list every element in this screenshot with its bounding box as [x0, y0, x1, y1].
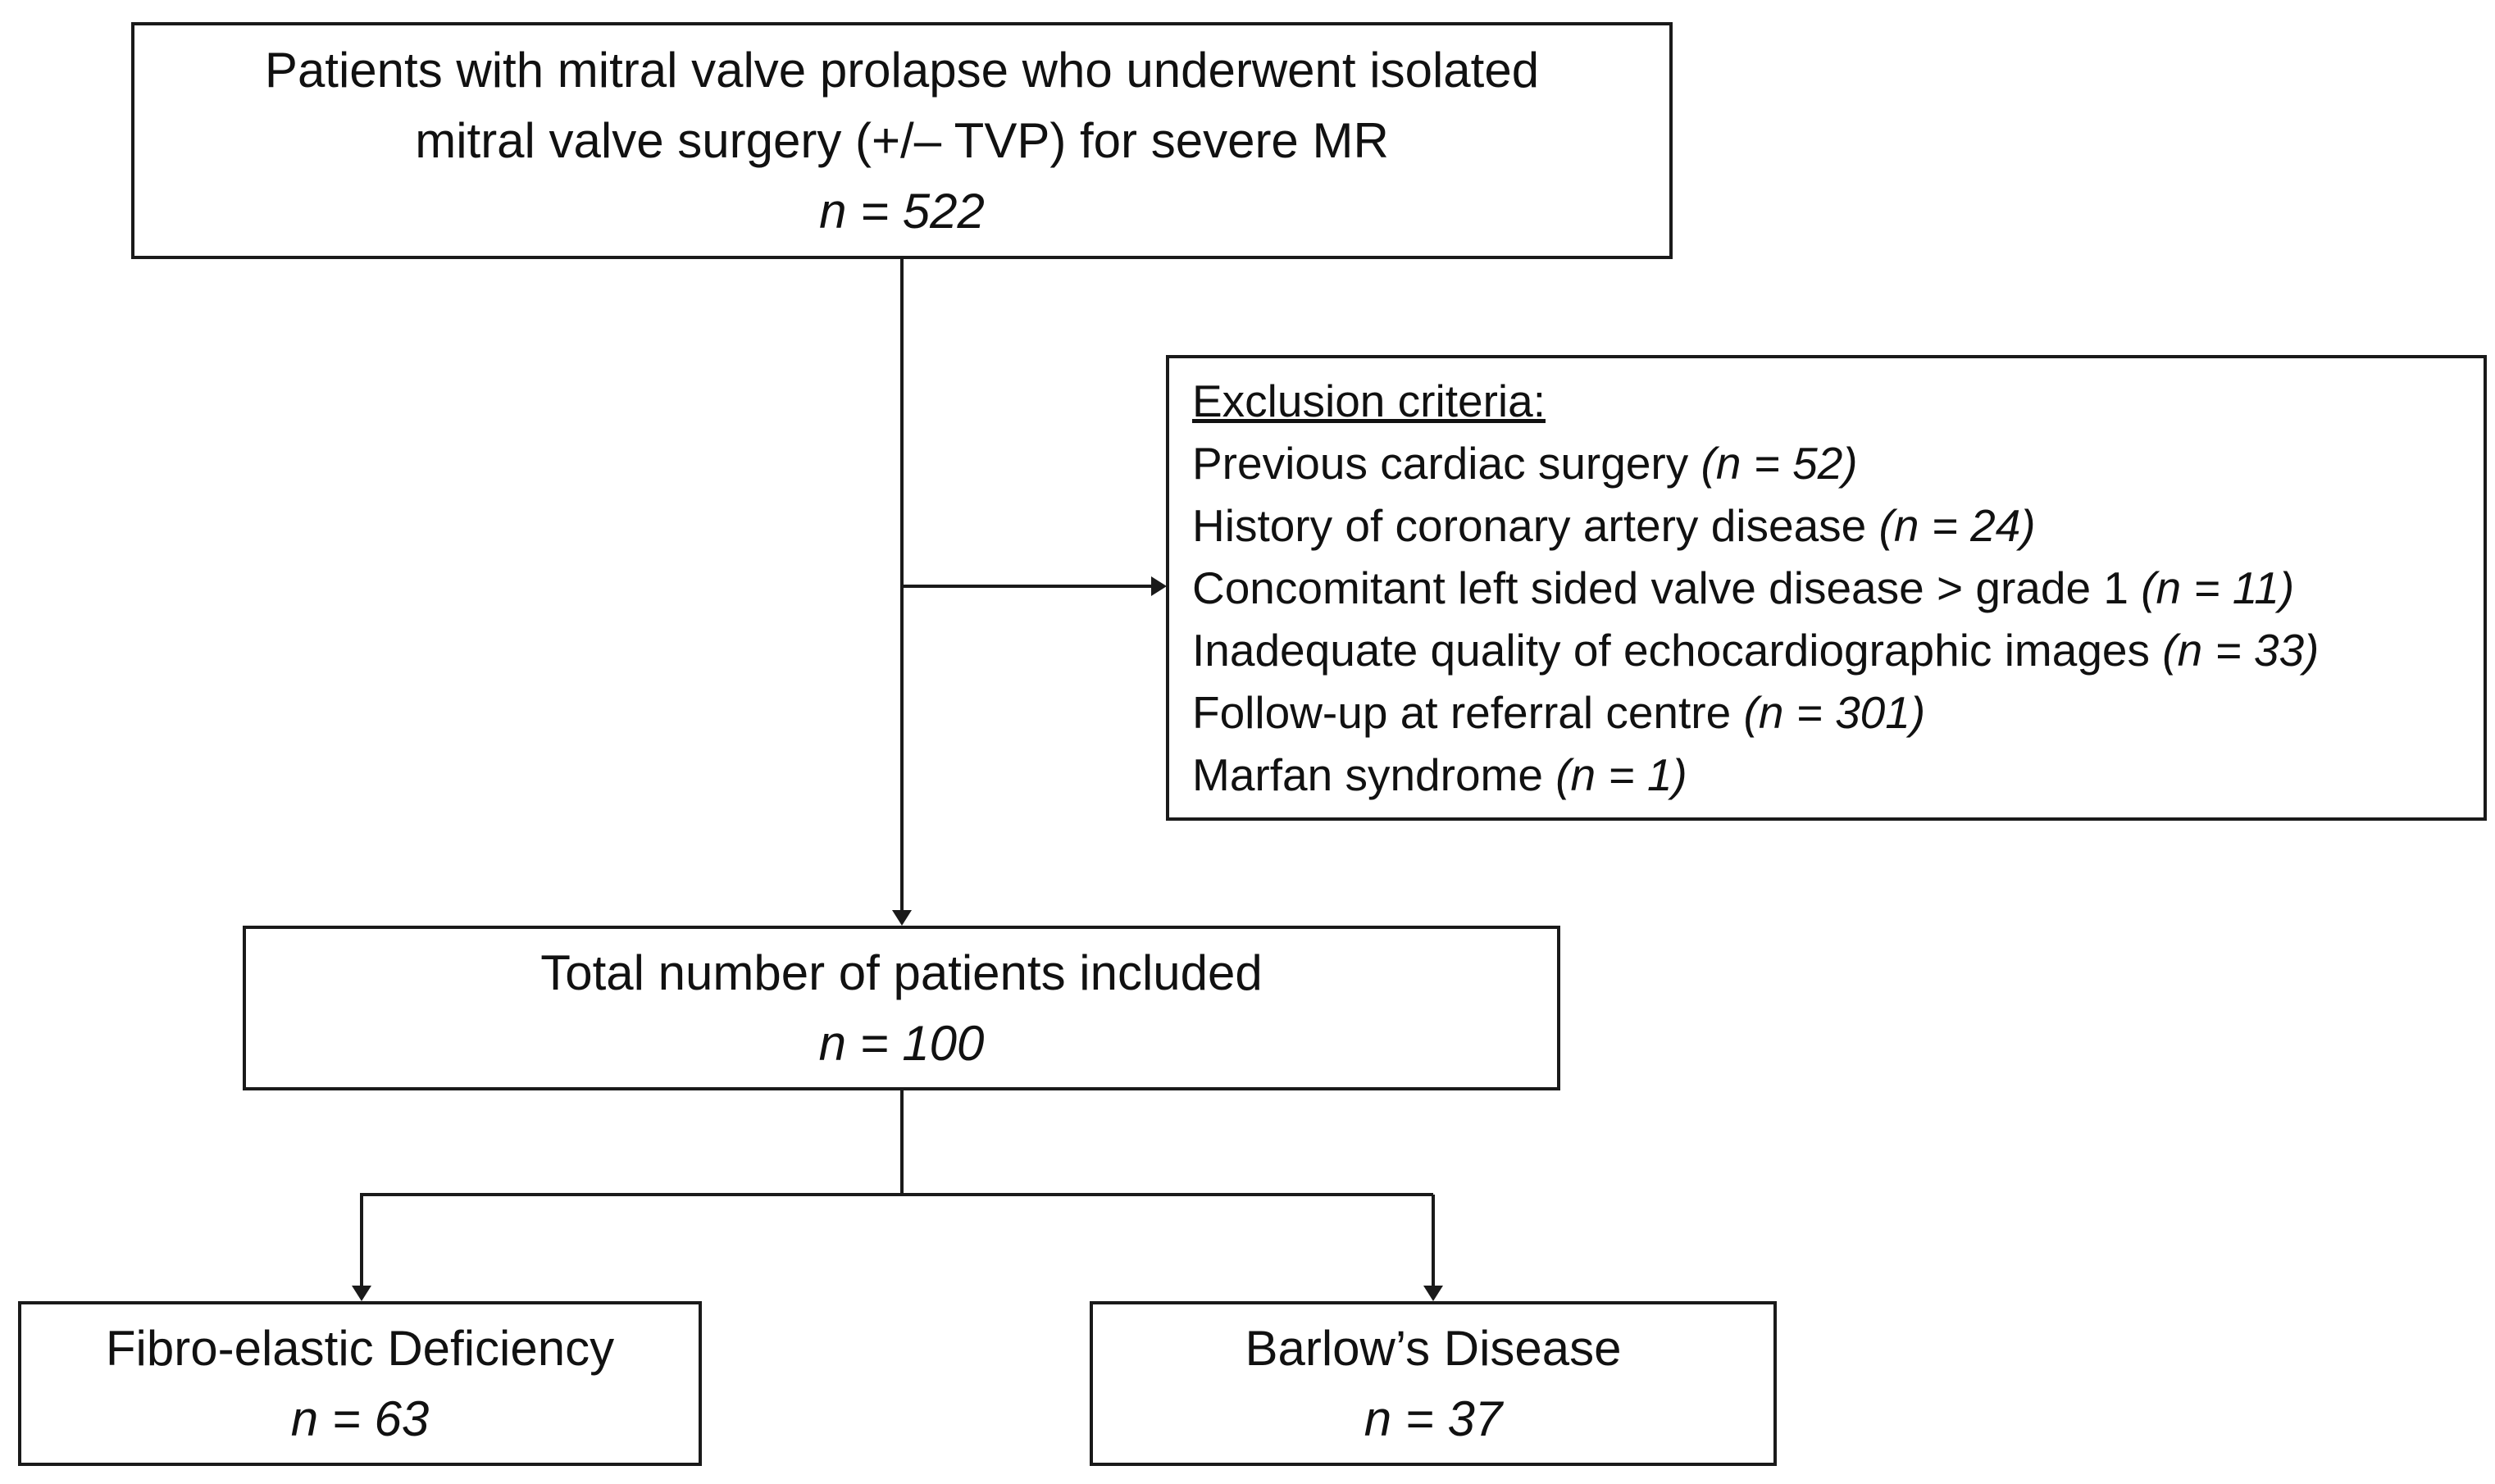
- arrowhead-included: [892, 910, 912, 926]
- arrowhead-fed: [352, 1286, 371, 1301]
- initial-cohort-count: n = 522: [819, 183, 985, 239]
- exclusion-item-label: Inadequate quality of echocardiographic …: [1192, 625, 2163, 676]
- exclusion-item-label: Follow-up at referral centre: [1192, 687, 1744, 738]
- exclusion-item-label: Concomitant left sided valve disease > g…: [1192, 562, 2142, 613]
- exclusion-item-label: History of coronary artery disease: [1192, 500, 1879, 551]
- exclusion-item-label: Marfan syndrome: [1192, 749, 1556, 800]
- exclusion-item-count: (n = 11): [2141, 562, 2295, 613]
- exclusion-item-count: (n = 52): [1701, 438, 1858, 489]
- box-barlows-disease: Barlow’s Disease n = 37: [1090, 1301, 1777, 1466]
- exclusion-item-count: (n = 1): [1555, 749, 1687, 800]
- group-count: n = 37: [1364, 1391, 1503, 1446]
- group-label: Barlow’s Disease: [1245, 1320, 1622, 1376]
- initial-cohort-line-1: Patients with mitral valve prolapse who …: [264, 42, 1540, 98]
- exclusion-item-count: (n = 33): [2162, 625, 2320, 676]
- exclusion-item: Concomitant left sided valve disease > g…: [1192, 557, 2294, 619]
- box-fibro-elastic-deficiency: Fibro-elastic Deficiency n = 63: [18, 1301, 702, 1466]
- box-initial-cohort: Patients with mitral valve prolapse who …: [131, 22, 1673, 259]
- exclusion-item: History of coronary artery disease (n = …: [1192, 494, 2036, 557]
- arrowhead-bd: [1423, 1286, 1443, 1301]
- exclusion-item-count: (n = 301): [1743, 687, 1926, 738]
- initial-cohort-line-2: mitral valve surgery (+/– TVP) for sever…: [415, 112, 1389, 168]
- arrowhead-exclusion: [1151, 576, 1167, 596]
- exclusion-item-label: Previous cardiac surgery: [1192, 438, 1701, 489]
- exclusion-item: Follow-up at referral centre (n = 301): [1192, 681, 1925, 744]
- group-label: Fibro-elastic Deficiency: [105, 1320, 615, 1376]
- exclusion-item: Previous cardiac surgery (n = 52): [1192, 432, 1858, 494]
- group-count: n = 63: [290, 1391, 430, 1446]
- exclusion-item: Marfan syndrome (n = 1): [1192, 744, 1687, 806]
- box-included-patients: Total number of patients included n = 10…: [243, 926, 1560, 1090]
- exclusion-item: Inadequate quality of echocardiographic …: [1192, 619, 2319, 681]
- box-exclusion-criteria: Exclusion criteria: Previous cardiac sur…: [1166, 355, 2487, 821]
- included-label: Total number of patients included: [540, 945, 1263, 1000]
- exclusion-heading: Exclusion criteria:: [1192, 376, 1546, 426]
- included-count: n = 100: [818, 1015, 985, 1071]
- exclusion-item-count: (n = 24): [1878, 500, 2036, 551]
